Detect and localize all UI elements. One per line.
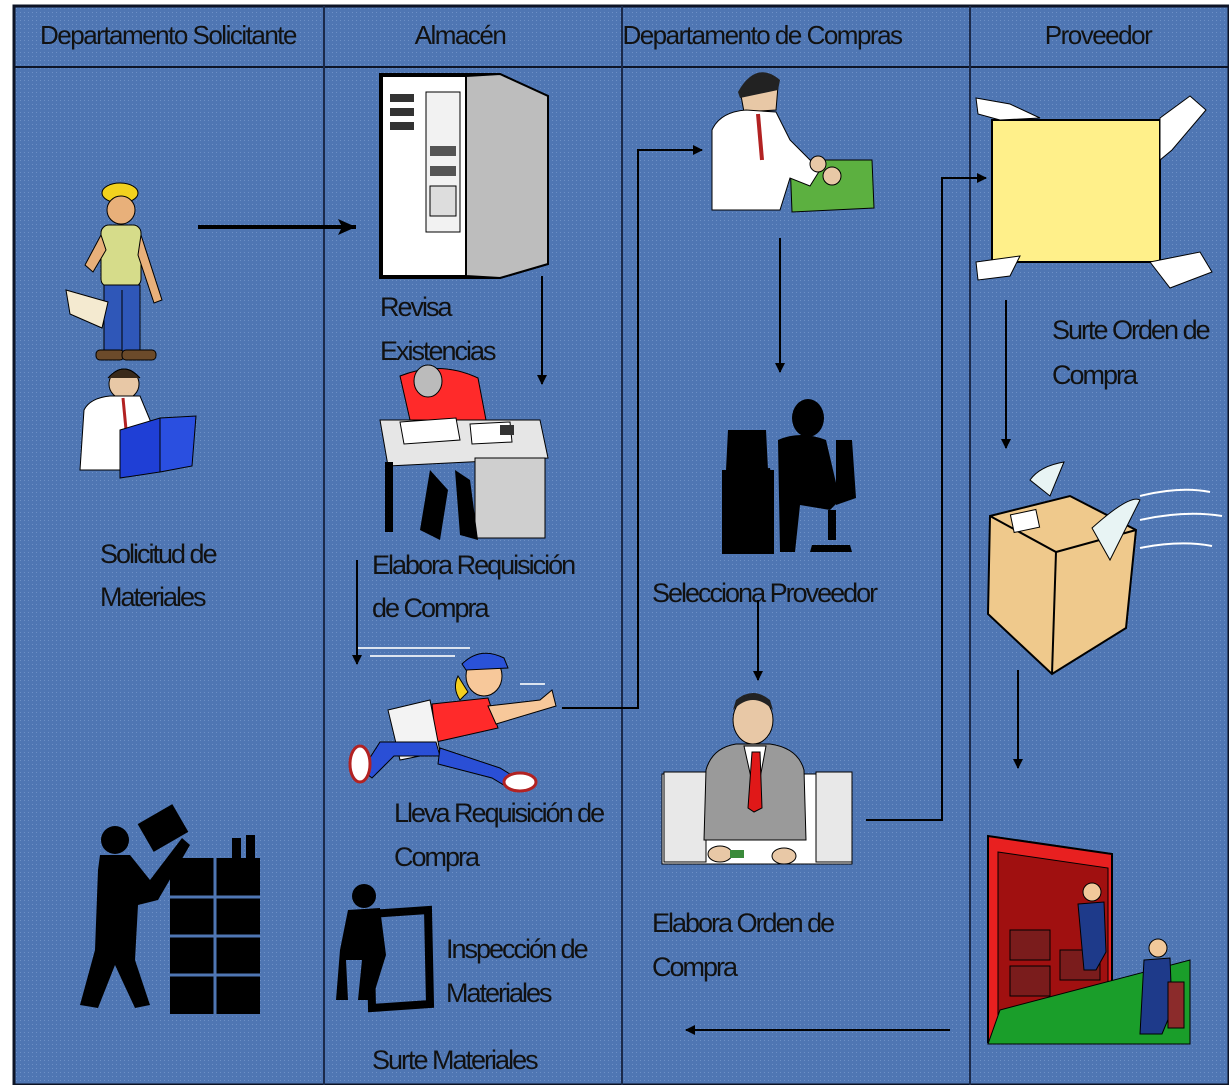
step-inspeccion-line1: Inspección de xyxy=(446,934,588,964)
manager-podium-icon xyxy=(661,693,853,865)
step-lleva-requisicion-line2: Compra xyxy=(394,842,481,872)
computer-user-silhouette-icon xyxy=(722,399,856,554)
step-lleva-requisicion-line1: Lleva Requisición de xyxy=(394,798,604,828)
step-elabora-orden-line2: Compra xyxy=(652,952,739,982)
silhouette-carrier-icon xyxy=(336,884,435,1013)
lane-separators xyxy=(323,6,971,1085)
worker-hardhat-icon xyxy=(65,182,163,361)
lane-title-almacen: Almacén xyxy=(415,20,506,50)
step-solicitud-line1: Solicitud de xyxy=(100,539,217,569)
lane-title-proveedor: Proveedor xyxy=(1045,20,1153,50)
businessman-desk-icon xyxy=(711,72,875,213)
hands-box-icon xyxy=(975,95,1213,289)
step-elabora-requisicion-line2: de Compra xyxy=(372,593,491,623)
flow-arrows xyxy=(198,145,1023,1035)
step-inspeccion-line2: Materiales xyxy=(446,978,552,1008)
step-solicitud-line2: Materiales xyxy=(100,582,206,612)
step-revisa-line2: Existencias xyxy=(380,336,496,366)
server-cabinet-icon xyxy=(379,72,549,280)
step-elabora-requisicion-line1: Elabora Requisición xyxy=(372,550,575,580)
flying-package-icon xyxy=(986,461,1223,676)
step-surte-orden-line2: Compra xyxy=(1052,360,1139,390)
lane-title-compras: Departamento de Compras xyxy=(622,20,903,50)
delivery-truck-icon xyxy=(987,834,1191,1045)
step-selecciona-proveedor: Selecciona Proveedor xyxy=(652,578,878,608)
step-surte-materiales: Surte Materiales xyxy=(372,1045,538,1075)
step-surte-orden-line1: Surte Orden de xyxy=(1052,315,1210,345)
shelf-grid xyxy=(170,858,260,1014)
running-man-icon xyxy=(348,647,557,793)
lane-title-solicitante: Departamento Solicitante xyxy=(40,20,297,50)
writer-desk-icon xyxy=(379,364,549,540)
step-elabora-orden-line1: Elabora Orden de xyxy=(652,908,834,938)
step-revisa-line1: Revisa xyxy=(380,292,454,322)
reader-book-icon xyxy=(79,368,197,479)
